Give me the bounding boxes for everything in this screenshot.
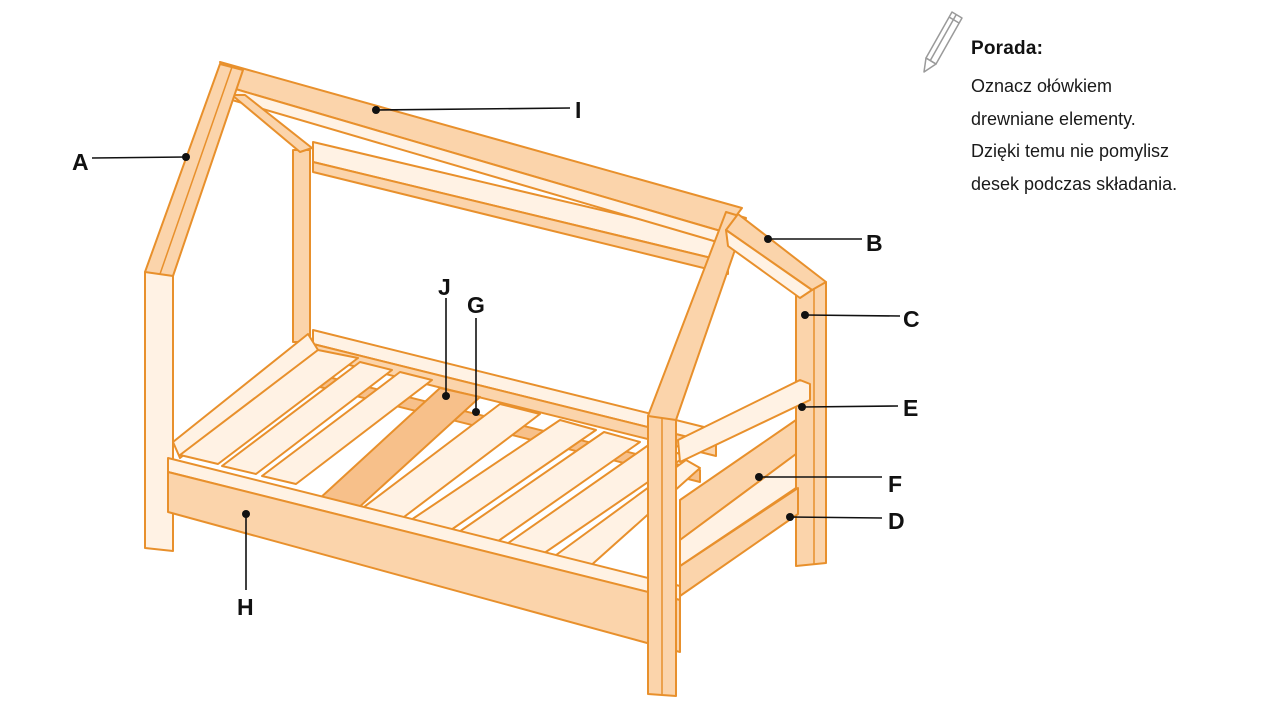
- label-h: H: [237, 594, 254, 620]
- side-rail-e: [677, 379, 811, 463]
- slat: [261, 371, 433, 485]
- leader-e: [801, 405, 899, 408]
- label-j: J: [438, 274, 451, 300]
- leader-dots: [182, 106, 809, 521]
- tip-line: Dzięki temu nie pomylisz: [971, 141, 1170, 161]
- label-g: G: [467, 292, 485, 318]
- front-board-h-face: [167, 471, 681, 653]
- label-i: I: [575, 97, 581, 123]
- label-d: D: [888, 508, 905, 534]
- back-post-left: [292, 149, 311, 343]
- leader-a: [91, 156, 187, 159]
- front-rafter-left: [647, 211, 747, 421]
- pencil-icon: [923, 11, 963, 73]
- tip-line: drewniane elementy.: [971, 108, 1136, 129]
- house-bed-drawing: [144, 61, 827, 697]
- label-a: A: [72, 149, 89, 175]
- tip-title: Porada:: [971, 38, 1044, 59]
- leader-c: [804, 314, 901, 317]
- tip-line: Oznacz ołówkiem: [971, 76, 1113, 96]
- leader-d: [789, 516, 883, 519]
- label-c: C: [903, 306, 920, 332]
- label-f: F: [888, 471, 902, 497]
- slat: [179, 349, 359, 465]
- part-labels: A I B C E F D J G H: [72, 97, 920, 620]
- back-post-right: [795, 281, 827, 567]
- tip-text: Oznacz ołówkiem drewniane elementy. Dzię…: [971, 70, 1251, 200]
- leader-i: [375, 107, 571, 111]
- slat: [221, 361, 393, 475]
- back-gable-left: [231, 94, 313, 153]
- label-b: B: [866, 230, 883, 256]
- label-e: E: [903, 395, 918, 421]
- rafter-a: [144, 63, 244, 277]
- tip-line: desek podczas składania.: [971, 173, 1178, 194]
- leader-lines: [91, 107, 901, 590]
